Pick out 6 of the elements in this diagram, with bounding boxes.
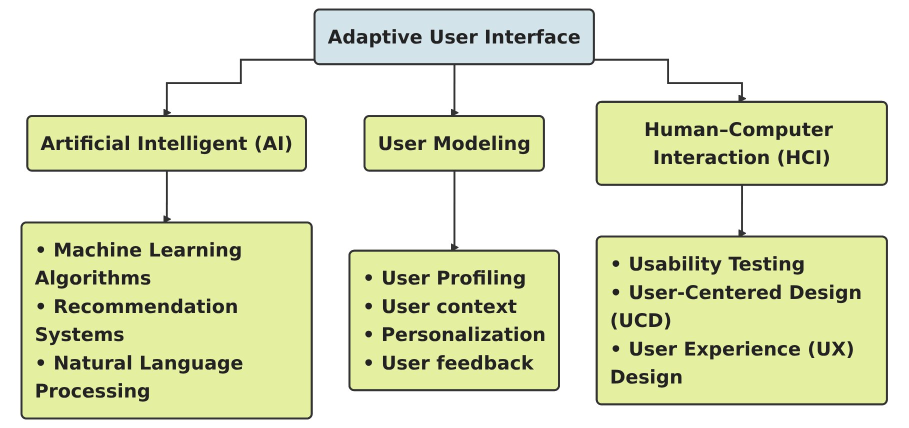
arrow: [450, 170, 460, 252]
arrow: [163, 170, 172, 224]
arrow: [738, 184, 747, 238]
arrow: [163, 58, 316, 117]
arrow: [594, 58, 747, 103]
arrow: [450, 64, 460, 117]
